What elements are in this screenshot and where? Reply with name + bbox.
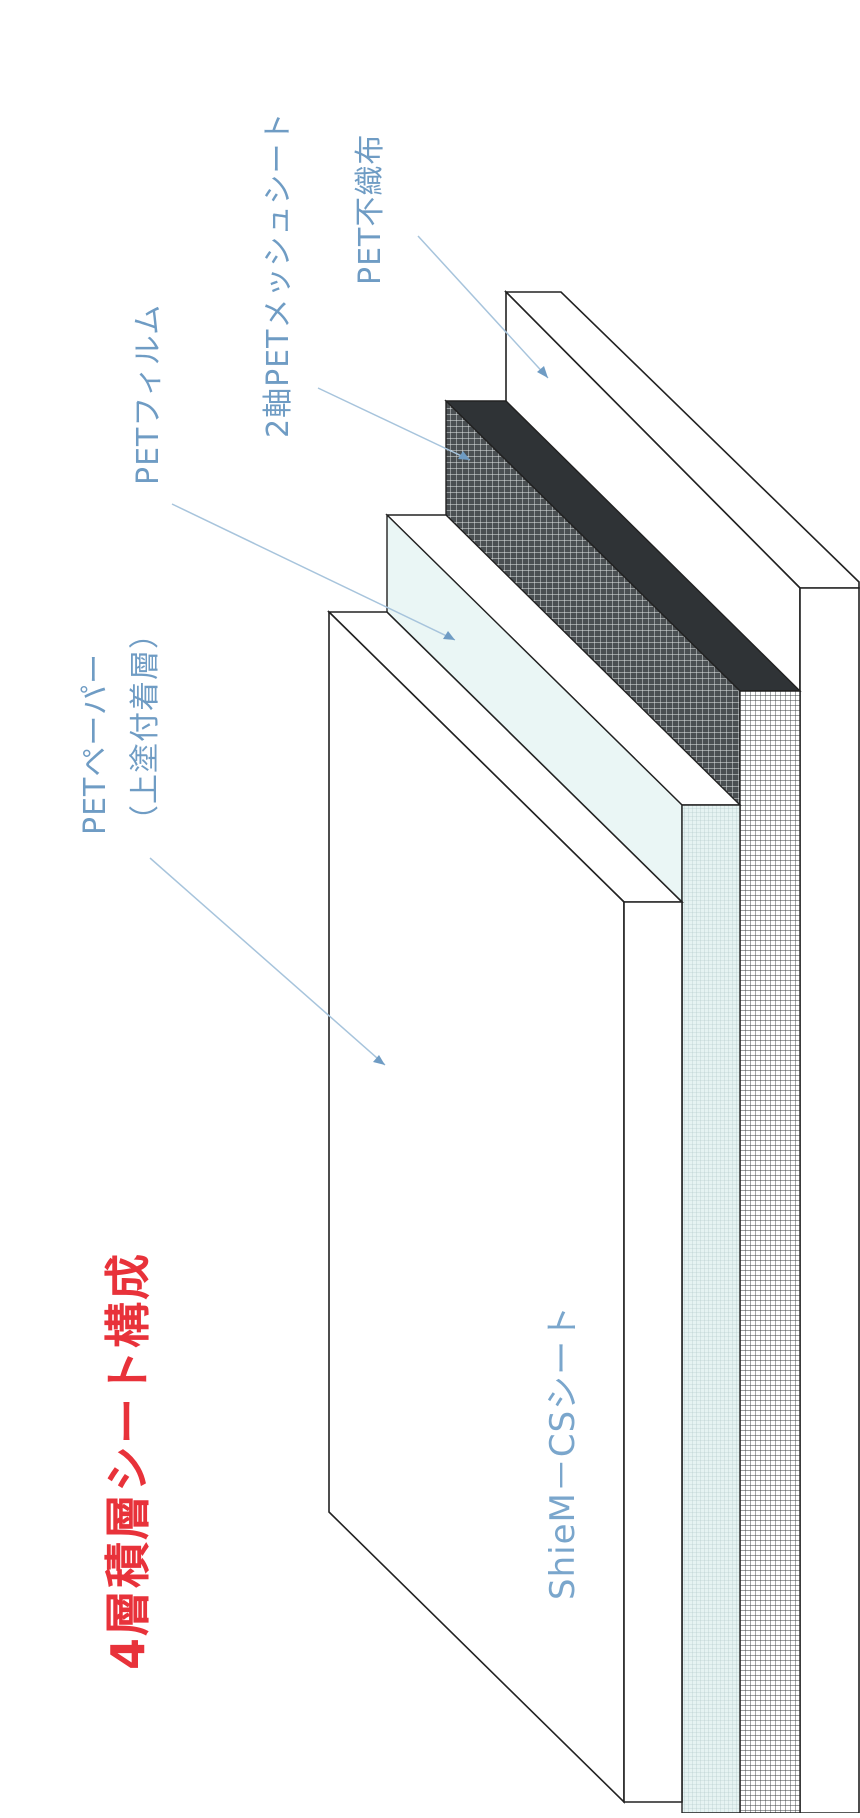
label-pet-paper: PETペーパー bbox=[78, 652, 113, 835]
layer-pet-film bbox=[385, 513, 742, 1814]
leader-pet-mesh bbox=[317, 387, 471, 461]
leader-pet-film bbox=[171, 503, 456, 641]
label-pet-nonwoven: PET不織布 bbox=[353, 133, 388, 285]
label-pet-mesh: 2軸PETメッシュシート bbox=[261, 111, 296, 438]
leader-arrowheads bbox=[373, 366, 548, 1065]
label-pet-film: PETフィルム bbox=[131, 303, 166, 485]
leader-lines bbox=[149, 235, 549, 1066]
diagram-title: 4層積層シート構成 bbox=[101, 1251, 155, 1670]
layer-pet-paper bbox=[327, 610, 684, 1804]
label-pet-paper-sub: （上塗付着層） bbox=[128, 618, 163, 835]
leader-pet-nonwoven bbox=[417, 235, 549, 379]
product-label: ShieM－CSシート bbox=[543, 1304, 583, 1600]
layer-pet-nonwoven bbox=[504, 290, 860, 1814]
leader-pet-paper bbox=[149, 857, 386, 1066]
